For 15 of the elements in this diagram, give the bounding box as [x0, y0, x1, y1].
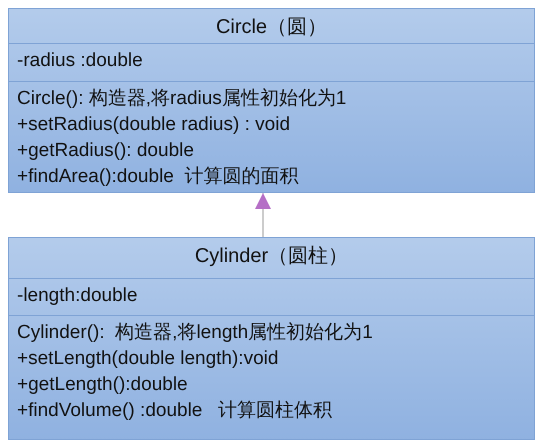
- method-text: Cylinder(): 构造器,将length属性初始化为1: [17, 321, 374, 345]
- class-box: [8, 237, 535, 440]
- attribute-text: -radius :double: [17, 49, 144, 73]
- method-text: +setRadius(double radius) : void: [17, 113, 292, 137]
- method-text: +getRadius(): double: [17, 139, 195, 163]
- inheritance-arrow: [255, 192, 271, 238]
- method-text: +setLength(double length):void: [17, 347, 280, 371]
- method-text: +getLength():double: [17, 373, 189, 397]
- method-text: +findVolume() :double 计算圆柱体积: [17, 399, 334, 423]
- method-text: Circle(): 构造器,将radius属性初始化为1: [17, 87, 348, 111]
- class-box: [8, 8, 535, 193]
- class-name: Circle（圆）: [214, 15, 328, 40]
- attribute-text: -length:double: [17, 284, 138, 308]
- class-name: Cylinder（圆柱）: [194, 244, 350, 269]
- method-text: +findArea():double 计算圆的面积: [17, 165, 300, 189]
